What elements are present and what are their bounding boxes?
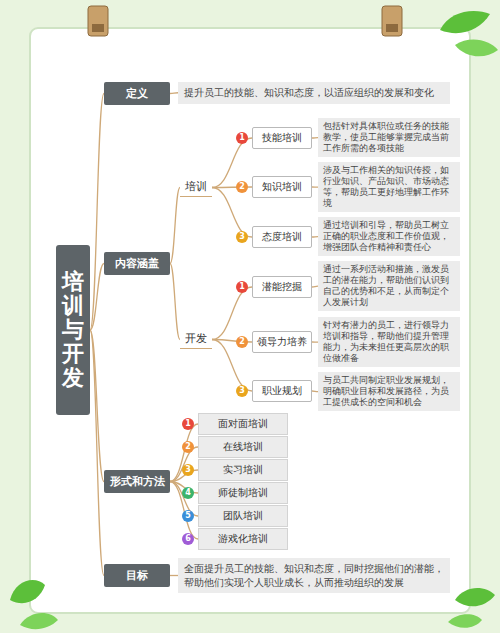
sub-branch: 开发 [180, 330, 212, 349]
node-text: 面对面培训 [201, 417, 285, 431]
node-text: 与员工共同制定职业发展规划，明确职业目标和发展路径，为员工提供成长的空间和机会 [323, 375, 455, 408]
node-text: 内容涵盖 [106, 256, 168, 271]
node-text: 定义 [106, 86, 168, 101]
callout-number: 5 [182, 510, 194, 522]
node-text: 培训与开发 [62, 270, 84, 391]
leaves [10, 11, 498, 629]
method-box: 在线培训 [198, 436, 288, 458]
connector [90, 94, 104, 331]
topic-box: 知识培训 [252, 176, 312, 198]
connector [170, 424, 198, 482]
node-text: 通过一系列活动和措施，激发员工的潜在能力，帮助他们认识到自己的优势和不足，从而制… [323, 264, 455, 308]
branch-box: 定义 [104, 82, 170, 105]
connector [170, 575, 178, 576]
node-text: 培训 [180, 179, 212, 194]
description-box: 包括针对具体职位或任务的技能教学，使员工能够掌握完成当前工作所需的各项技能 [318, 118, 460, 157]
node-text: 通过培训和引导，帮助员工树立正确的职业态度和工作价值观，增强团队合作精神和责任心 [323, 220, 455, 253]
description-box: 涉及与工作相关的知识传授，如行业知识、产品知识、市场动态等，帮助员工更好地理解工… [318, 162, 460, 212]
node-text: 形式和方法 [106, 474, 168, 489]
callout-number: 1 [182, 418, 194, 430]
node-text: 包括针对具体职位或任务的技能教学，使员工能够掌握完成当前工作所需的各项技能 [323, 121, 455, 154]
branch-box: 形式和方法 [104, 470, 170, 493]
connector [170, 482, 198, 540]
node-text: 提升员工的技能、知识和态度，以适应组织的发展和变化 [184, 86, 444, 100]
callout-number: 2 [236, 181, 248, 193]
branch-box: 目标 [104, 564, 170, 587]
node-text: 游戏化培训 [201, 532, 285, 546]
connector [212, 138, 252, 188]
callout-number: 2 [182, 441, 194, 453]
description-box: 通过一系列活动和措施，激发员工的潜在能力，帮助他们认识到自己的优势和不足，从而制… [318, 261, 460, 311]
node-text: 目标 [106, 568, 168, 583]
node-text: 涉及与工作相关的知识传授，如行业知识、产品知识、市场动态等，帮助员工更好地理解工… [323, 165, 455, 209]
method-box: 面对面培训 [198, 413, 288, 435]
connector [170, 264, 180, 340]
connector [212, 188, 252, 238]
node-text: 知识培训 [255, 180, 309, 194]
clip [382, 6, 402, 36]
root-node: 培训与开发 [56, 245, 90, 415]
callout-number: 3 [236, 231, 248, 243]
callout-number: 2 [236, 336, 248, 348]
topic-box: 职业规划 [252, 380, 312, 402]
text-box: 全面提升员工的技能、知识和态度，同时挖掘他们的潜能，帮助他们实现个人职业成长，从… [178, 558, 450, 593]
callout-number: 1 [236, 281, 248, 293]
text-box: 提升员工的技能、知识和态度，以适应组织的发展和变化 [178, 82, 450, 104]
connector [212, 340, 252, 392]
callout-number: 3 [182, 464, 194, 476]
node-text: 态度培训 [255, 230, 309, 244]
callout-number: 6 [182, 533, 194, 545]
sub-branch: 培训 [180, 178, 212, 197]
callout-number: 4 [182, 487, 194, 499]
node-text: 在线培训 [201, 440, 285, 454]
card [30, 28, 470, 613]
method-box: 游戏化培训 [198, 528, 288, 550]
node-text: 技能培训 [255, 131, 309, 145]
node-text: 全面提升员工的技能、知识和态度，同时挖掘他们的潜能，帮助他们实现个人职业成长，从… [184, 562, 444, 589]
topic-box: 技能培训 [252, 127, 312, 149]
method-box: 实习培训 [198, 459, 288, 481]
node-text: 潜能挖掘 [255, 280, 309, 294]
node-text: 师徒制培训 [201, 486, 285, 500]
description-box: 通过培训和引导，帮助员工树立正确的职业态度和工作价值观，增强团队合作精神和责任心 [318, 217, 460, 256]
branch-box: 内容涵盖 [104, 252, 170, 275]
method-box: 团队培训 [198, 505, 288, 527]
description-box: 与员工共同制定职业发展规划，明确职业目标和发展路径，为员工提供成长的空间和机会 [318, 372, 460, 411]
node-text: 针对有潜力的员工，进行领导力培训和指导，帮助他们提升管理能力，为未来担任更高层次… [323, 320, 455, 364]
topic-box: 潜能挖掘 [252, 276, 312, 298]
node-text: 开发 [180, 331, 212, 346]
description-box: 针对有潜力的员工，进行领导力培训和指导，帮助他们提升管理能力，为未来担任更高层次… [318, 317, 460, 367]
connector [170, 188, 180, 264]
node-text: 实习培训 [201, 463, 285, 477]
connector [212, 287, 252, 340]
node-text: 职业规划 [255, 384, 309, 398]
clip [88, 6, 108, 36]
node-text: 领导力培养 [255, 335, 309, 349]
method-box: 师徒制培训 [198, 482, 288, 504]
node-text: 团队培训 [201, 509, 285, 523]
topic-box: 领导力培养 [252, 331, 312, 353]
callout-number: 3 [236, 385, 248, 397]
callout-number: 1 [236, 132, 248, 144]
connector [90, 330, 104, 576]
connector [170, 92, 178, 94]
connector [90, 264, 104, 331]
topic-box: 态度培训 [252, 226, 312, 248]
